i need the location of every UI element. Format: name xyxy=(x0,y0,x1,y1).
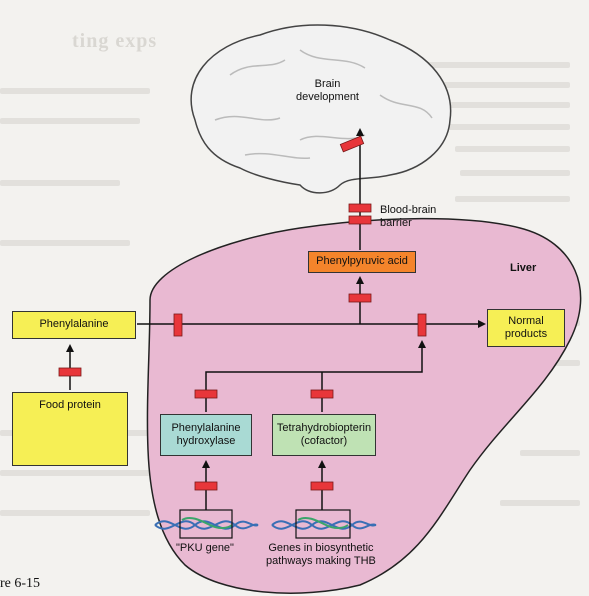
block-bbb-2 xyxy=(349,216,371,224)
brain-development-label: Brain development xyxy=(296,78,359,104)
figure-caption: re 6-15 xyxy=(0,576,40,592)
blood-brain-barrier-label: Blood-brain barrier xyxy=(380,204,436,230)
liver-label: Liver xyxy=(510,262,536,275)
tetrahydrobiopterin-box: Tetrahydrobiopterin (cofactor) xyxy=(272,414,376,456)
block-phe xyxy=(174,314,182,336)
phenylalanine-box: Phenylalanine xyxy=(12,311,136,339)
brain-shape xyxy=(191,25,451,193)
block-normal xyxy=(418,314,426,336)
thb-genes-label: Genes in biosynthetic pathways making TH… xyxy=(266,542,376,568)
food-protein-label: Food protein xyxy=(13,399,127,411)
pku-gene-label: "PKU gene" xyxy=(176,542,234,555)
phenylalanine-hydroxylase-box: Phenylalanine hydroxylase xyxy=(160,414,252,456)
phenylpyruvic-acid-box: Phenylpyruvic acid xyxy=(308,251,416,273)
block-thb-gene xyxy=(311,482,333,490)
block-food xyxy=(59,368,81,376)
block-pyruvic xyxy=(349,294,371,302)
block-bbb-1 xyxy=(349,204,371,212)
block-cofactor xyxy=(311,390,333,398)
food-protein-box: Food protein xyxy=(12,392,128,466)
normal-products-box: Normal products xyxy=(487,309,565,347)
block-enzyme xyxy=(195,390,217,398)
block-pku-gene xyxy=(195,482,217,490)
